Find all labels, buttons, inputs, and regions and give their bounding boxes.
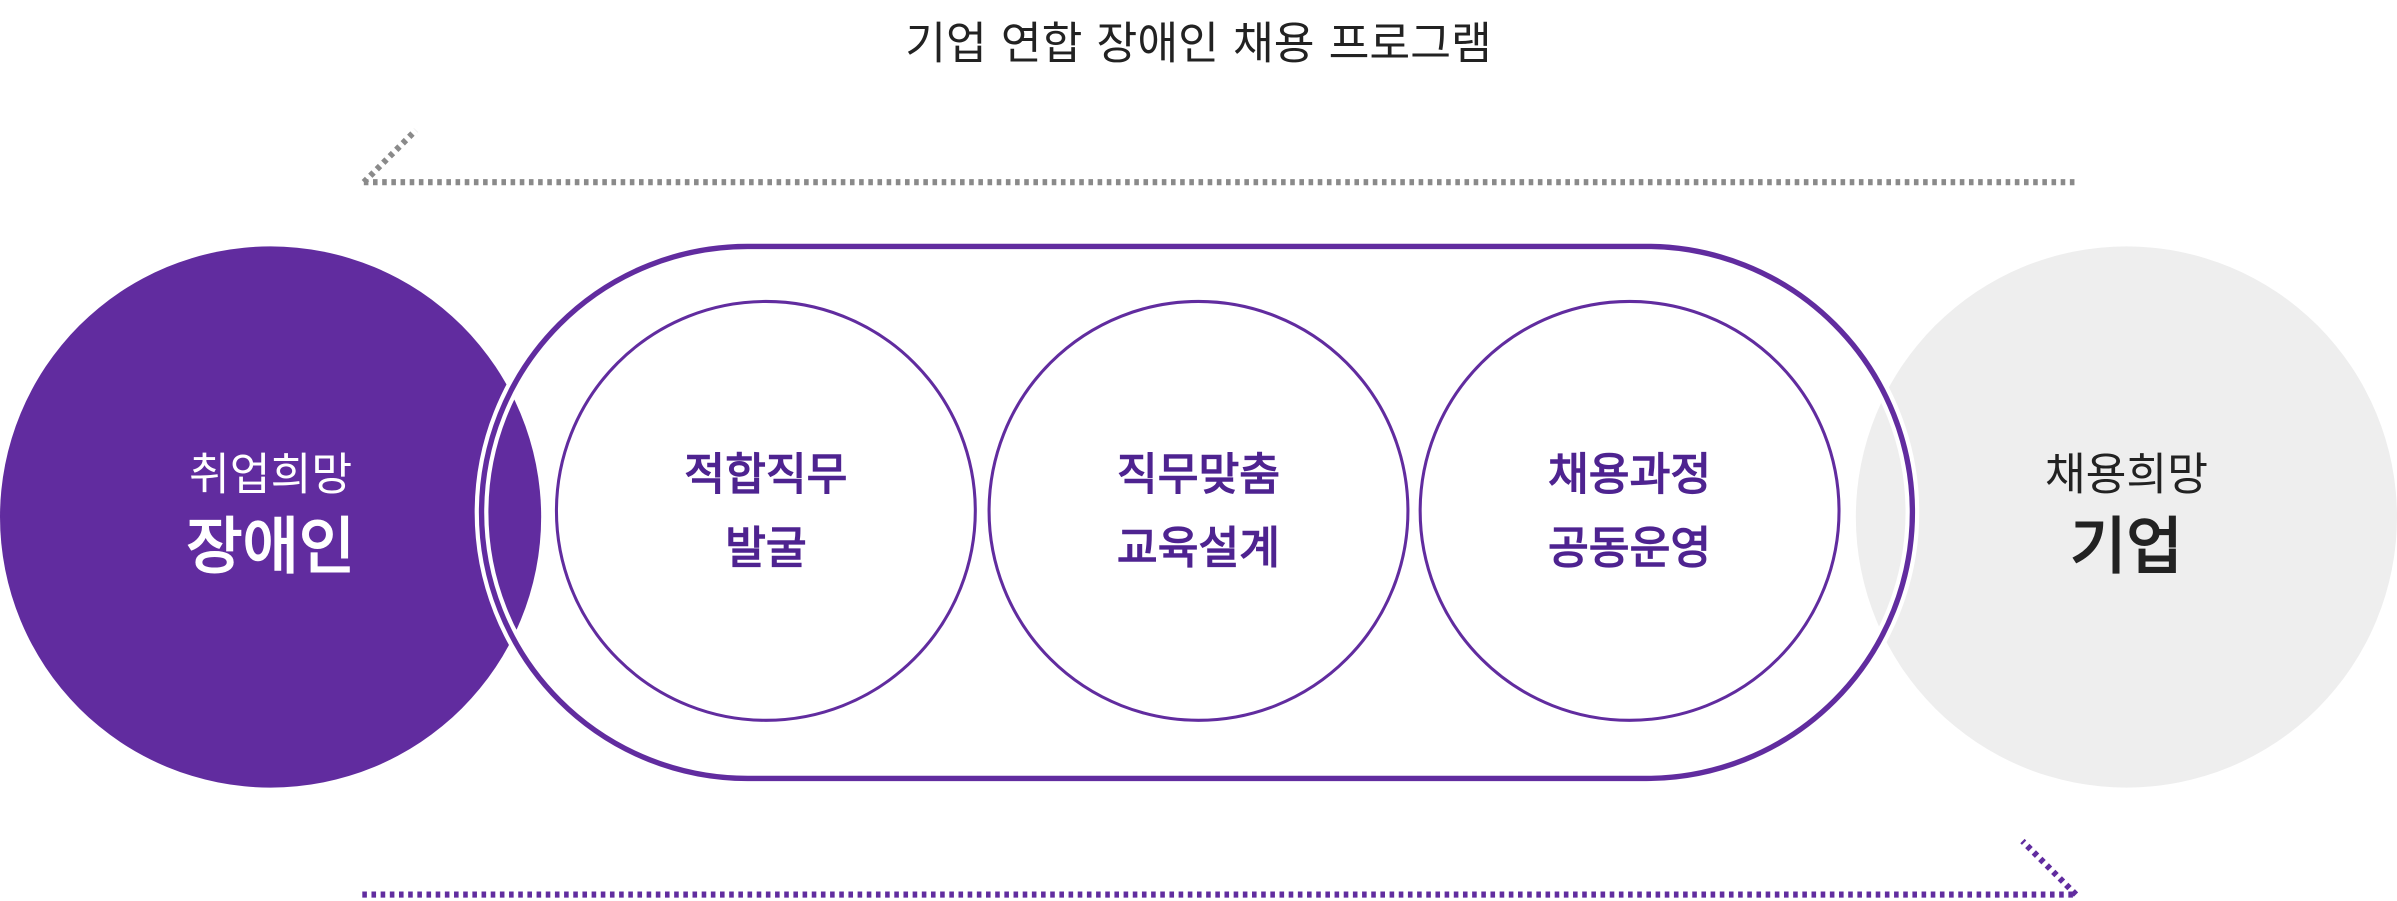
company-main-label: 기업 <box>2070 511 2182 582</box>
step-circle-1 <box>554 299 977 722</box>
step-3-line2: 공동운영 <box>1548 523 1711 574</box>
step-circles <box>554 299 1841 722</box>
step-circle-3 <box>1418 299 1841 722</box>
step-2-line1: 직무맞춤 <box>1117 449 1280 500</box>
step-1-line2: 발굴 <box>725 523 807 574</box>
program-pill <box>478 243 1916 782</box>
company-circle <box>1855 246 2397 788</box>
company-sub-label: 채용희망 <box>2045 449 2208 500</box>
step-1-line1: 적합직무 <box>684 449 847 500</box>
jobseeker-main-label: 장애인 <box>186 511 355 582</box>
jobseeker-sub-label: 취업희망 <box>189 449 352 500</box>
jobseeker-circle <box>0 246 542 788</box>
bottom-arrow-purple <box>362 838 2079 898</box>
step-2-line2: 교육설계 <box>1117 523 1280 574</box>
step-circle-2 <box>987 299 1410 722</box>
diagram-title: 기업 연합 장애인 채용 프로그램 <box>905 18 1492 69</box>
top-arrow-gray <box>361 128 2076 186</box>
step-3-line1: 채용과정 <box>1548 449 1711 500</box>
